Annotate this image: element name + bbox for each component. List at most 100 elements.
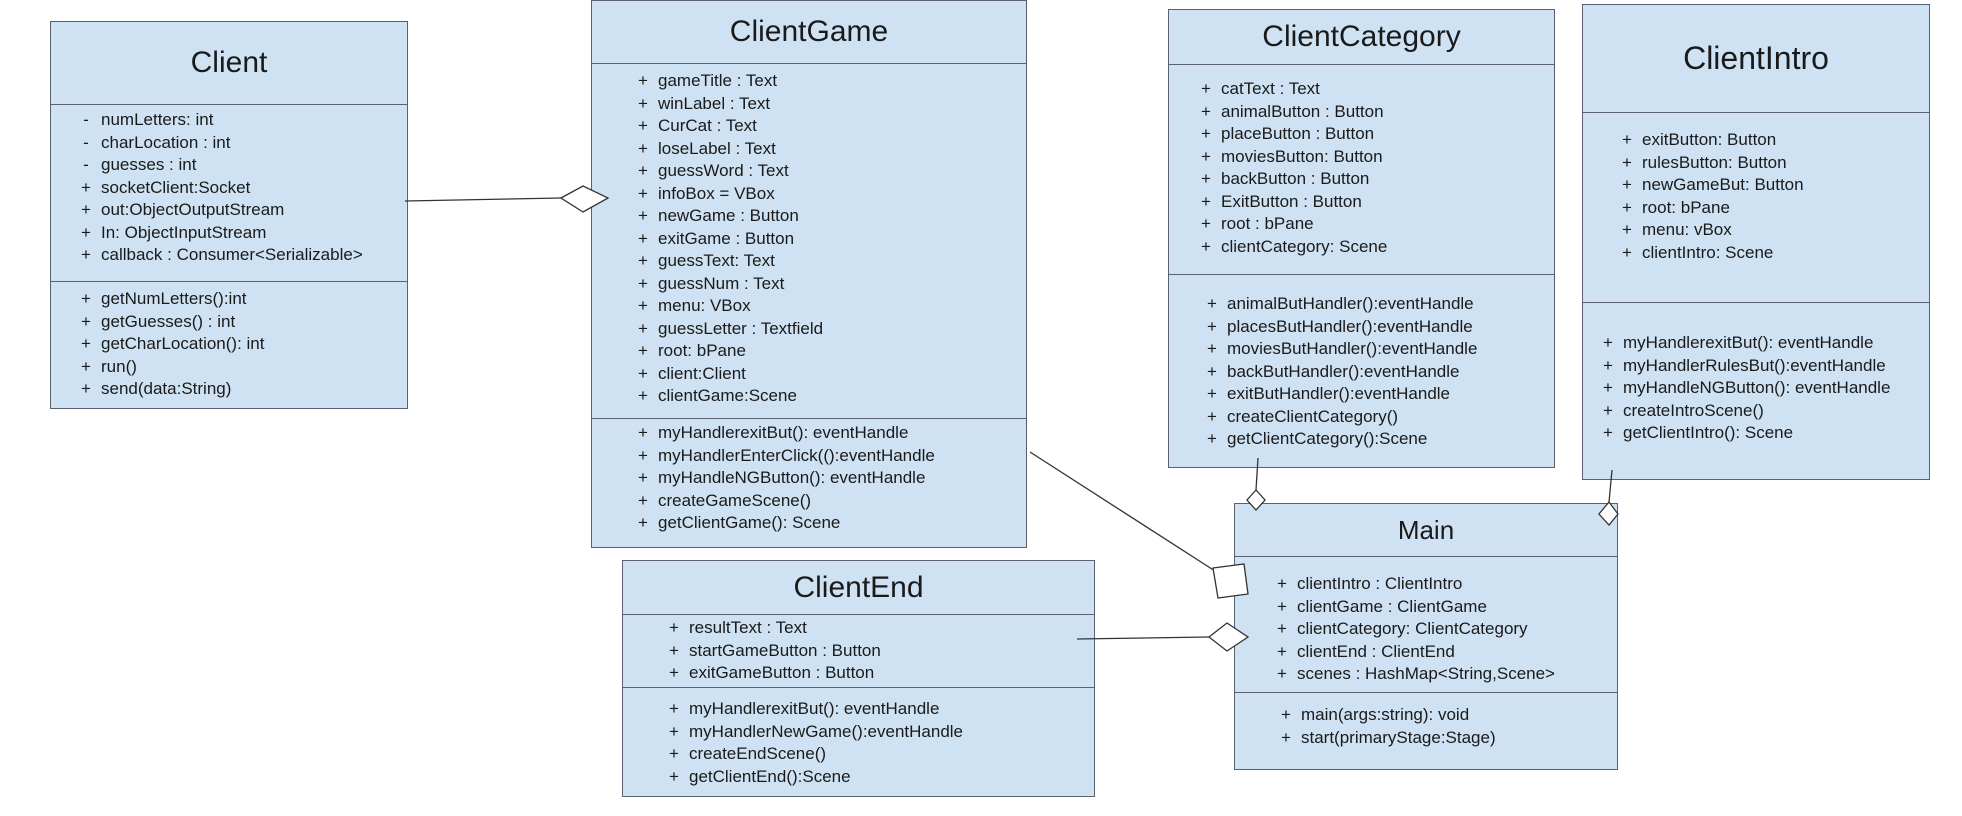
visibility-marker: + bbox=[638, 318, 648, 338]
member-row: +getClientCategory():Scene bbox=[1197, 428, 1554, 451]
member-row: +clientGame:Scene bbox=[628, 385, 1026, 408]
member-text: run() bbox=[101, 356, 137, 376]
visibility-marker: + bbox=[1277, 641, 1287, 661]
member-text: backButton : Button bbox=[1221, 169, 1370, 188]
member-row: + getClientGame(): Scene bbox=[628, 512, 1026, 535]
member-text: getClientCategory():Scene bbox=[1227, 429, 1428, 448]
member-text: root: bPane bbox=[1642, 197, 1730, 217]
attributes-section: +gameTitle : Text+winLabel : Text+CurCat… bbox=[592, 64, 1026, 419]
member-row: +root : bPane bbox=[1191, 213, 1554, 236]
visibility-marker: + bbox=[81, 379, 91, 398]
member-text: exitButHandler():eventHandle bbox=[1227, 384, 1451, 403]
visibility-marker: + bbox=[1603, 355, 1613, 375]
member-row: +myHandleNGButton(): eventHandle bbox=[1593, 377, 1929, 400]
visibility-marker: + bbox=[81, 245, 91, 264]
member-text: gameTitle : Text bbox=[658, 71, 778, 90]
member-text: main(args:string): void bbox=[1301, 705, 1470, 724]
member-text: scenes : HashMap<String,Scene> bbox=[1297, 664, 1555, 683]
visibility-marker: + bbox=[81, 200, 91, 219]
member-row: +getNumLetters():int bbox=[71, 288, 407, 311]
member-text: guessText: Text bbox=[658, 251, 775, 270]
member-text: exitGame : Button bbox=[658, 228, 795, 248]
member-row: + menu: VBox bbox=[628, 295, 1026, 318]
visibility-marker: + bbox=[1622, 220, 1632, 239]
member-row: +backButton : Button bbox=[1191, 168, 1554, 191]
member-text: menu: VBox bbox=[658, 296, 751, 315]
member-text: resultText : Text bbox=[689, 618, 807, 637]
member-row: +start(primaryStage:Stage) bbox=[1271, 727, 1617, 750]
visibility-marker: + bbox=[669, 766, 679, 786]
visibility-marker: + bbox=[1603, 378, 1613, 397]
visibility-marker: + bbox=[81, 311, 91, 331]
member-row: +placeButton : Button bbox=[1191, 123, 1554, 146]
member-row: +backButHandler():eventHandle bbox=[1197, 361, 1554, 384]
member-row: +gameTitle : Text bbox=[628, 70, 1026, 93]
visibility-marker: + bbox=[638, 296, 648, 315]
member-row: +client:Client bbox=[628, 363, 1026, 386]
member-row: +guessNum : Text bbox=[628, 273, 1026, 296]
member-row: +winLabel : Text bbox=[628, 93, 1026, 116]
class-client-game: ClientGame +gameTitle : Text+winLabel : … bbox=[591, 0, 1027, 548]
visibility-marker: + bbox=[1207, 384, 1217, 403]
visibility-marker: + bbox=[638, 138, 648, 158]
member-text: getGuesses() : int bbox=[101, 311, 236, 331]
member-row: +callback : Consumer<Serializable> bbox=[71, 244, 407, 267]
member-text: myHandlerexitBut(): eventHandle bbox=[658, 423, 909, 442]
visibility-marker: + bbox=[1207, 406, 1217, 426]
visibility-marker: + bbox=[1622, 242, 1632, 262]
methods-section: +myHandlerexitBut(): eventHandle+myHandl… bbox=[1583, 303, 1929, 445]
visibility-marker: + bbox=[1277, 574, 1287, 593]
member-text: getClientIntro(): Scene bbox=[1623, 423, 1794, 442]
member-text: moviesButton: Button bbox=[1221, 146, 1383, 166]
member-row: +catText : Text bbox=[1191, 78, 1554, 101]
visibility-marker: + bbox=[1207, 361, 1217, 381]
member-row: +createIntroScene() bbox=[1593, 400, 1929, 423]
class-name: Main bbox=[1235, 504, 1617, 557]
link-client-clientgame bbox=[404, 197, 562, 202]
visibility-marker: + bbox=[1622, 197, 1632, 217]
member-row: + exitButHandler():eventHandle bbox=[1197, 383, 1554, 406]
member-row: +guessText: Text bbox=[628, 250, 1026, 273]
visibility-marker: + bbox=[81, 222, 91, 242]
member-text: guessWord : Text bbox=[658, 161, 789, 180]
visibility-marker: + bbox=[638, 273, 648, 293]
link-clientend-main bbox=[1076, 636, 1210, 640]
member-text: placesButHandler():eventHandle bbox=[1227, 316, 1473, 336]
member-row: + root: bPane bbox=[1612, 197, 1929, 220]
member-text: clientEnd : ClientEnd bbox=[1297, 641, 1455, 661]
member-row: +menu: vBox bbox=[1612, 219, 1929, 242]
member-text: clientIntro : ClientIntro bbox=[1297, 574, 1463, 593]
class-client-intro: ClientIntro +exitButton: Button+rulesBut… bbox=[1582, 4, 1930, 480]
member-row: +createClientCategory() bbox=[1197, 406, 1554, 429]
member-row: +animalButton : Button bbox=[1191, 101, 1554, 124]
visibility-marker: + bbox=[1201, 191, 1211, 211]
member-row: -numLetters: int bbox=[71, 109, 407, 132]
member-row: +CurCat : Text bbox=[628, 115, 1026, 138]
visibility-marker: - bbox=[83, 110, 89, 129]
member-row: +newGameBut: Button bbox=[1612, 174, 1929, 197]
visibility-marker: + bbox=[1277, 619, 1287, 638]
member-row: -charLocation : int bbox=[71, 132, 407, 155]
member-row: +getClientIntro(): Scene bbox=[1593, 422, 1929, 445]
visibility-marker: + bbox=[1281, 705, 1291, 724]
visibility-marker: + bbox=[638, 161, 648, 180]
visibility-marker: + bbox=[669, 699, 679, 718]
member-text: myHandlerRulesBut():eventHandle bbox=[1623, 355, 1886, 375]
member-row: +myHandleNGButton(): eventHandle bbox=[628, 467, 1026, 490]
member-row: +ExitButton : Button bbox=[1191, 191, 1554, 214]
member-text: exitGameButton : Button bbox=[689, 663, 875, 682]
member-row: +clientGame : ClientGame bbox=[1267, 596, 1617, 619]
member-text: numLetters: int bbox=[101, 110, 214, 129]
methods-section: +myHandlerexitBut(): eventHandle+myHandl… bbox=[623, 688, 1094, 788]
member-text: CurCat : Text bbox=[658, 116, 757, 135]
link-clientgame-main bbox=[1029, 451, 1216, 572]
member-text: getClientGame(): Scene bbox=[658, 513, 841, 532]
member-row: +resultText : Text bbox=[659, 617, 1094, 640]
methods-section: +getNumLetters():int+getGuesses() : int+… bbox=[51, 282, 407, 401]
member-text: out:ObjectOutputStream bbox=[101, 200, 285, 219]
class-client-end: ClientEnd +resultText : Text+startGameBu… bbox=[622, 560, 1095, 797]
member-text: getCharLocation(): int bbox=[101, 334, 265, 353]
member-row: + guessWord : Text bbox=[628, 160, 1026, 183]
visibility-marker: + bbox=[638, 513, 648, 532]
class-client: Client -numLetters: int-charLocation : i… bbox=[50, 21, 408, 409]
